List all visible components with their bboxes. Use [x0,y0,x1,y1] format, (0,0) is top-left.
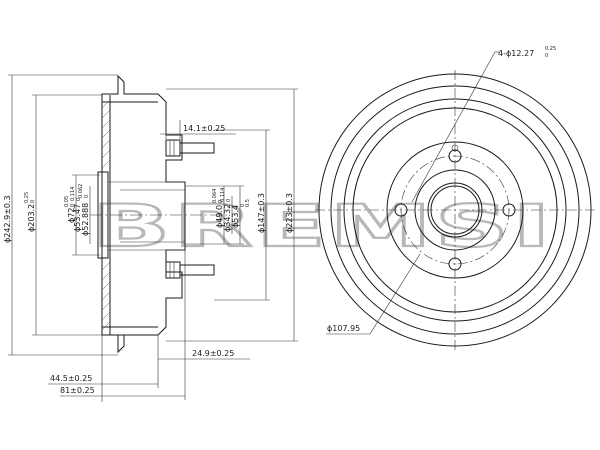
svg-text:0: 0 [240,204,246,207]
svg-text:0: 0 [30,200,36,203]
side-view-dimension-labels: ϕ242.9±0.3 ϕ203.2 0.25 0 ϕ72 0.05 0 ϕ53.… [3,124,294,395]
side-section-view [90,74,230,354]
svg-text:0.05: 0.05 [64,196,70,207]
svg-text:0.5: 0.5 [245,199,251,207]
svg-text:0.064: 0.064 [212,189,218,203]
svg-text:0: 0 [545,53,548,59]
svg-text:0: 0 [84,195,90,198]
dim-bore-5347: ϕ53.47 [73,204,82,232]
dim-bore-49: ϕ49.0 [215,205,224,228]
dim-drum-223: ϕ223±0.3 [285,193,294,233]
section-hatch-upper [101,99,111,169]
dim-bore-534: ϕ53.4 [231,205,240,228]
wheel-stud-upper [165,139,215,157]
svg-text:0.114: 0.114 [70,187,76,201]
svg-text:0: 0 [226,199,232,202]
dim-width-445: 44.5±0.25 [50,374,92,383]
dim-inner-diameter: ϕ203.2 [27,204,36,232]
leader-holes [411,51,496,203]
front-view-labels: 4-ϕ12.27 0.25 0 ϕ107.95 [327,46,556,333]
bolt-hole-spec: 4-ϕ12.27 [498,49,534,58]
leader-pcd [369,253,421,335]
pcd-spec: ϕ107.95 [327,324,360,333]
dim-bore-52888: ϕ52.888 [81,203,90,236]
front-view [315,51,595,350]
section-hatch-lower [101,261,111,331]
svg-text:0: 0 [70,204,76,207]
dim-width-81: 81±0.25 [60,386,95,395]
svg-text:0: 0 [218,200,224,203]
drum-outer-profile [101,74,186,336]
drum-rim-step [330,85,580,335]
dim-bore-3432: ϕ34.32 [223,204,232,232]
svg-text:0: 0 [76,198,82,201]
dim-bore-72: ϕ72 [67,208,76,223]
dim-width-249: 24.9±0.25 [192,349,234,358]
svg-text:0.062: 0.062 [78,184,84,198]
dim-width-141: 14.1±0.25 [183,124,225,133]
dim-outer-diameter: ϕ242.9±0.3 [3,195,12,243]
dim-stud-circle-147: ϕ147±0.3 [257,193,266,233]
svg-text:0.114: 0.114 [220,188,226,202]
brand-watermark: BREMSI [92,192,554,260]
svg-text:0.25: 0.25 [24,192,30,203]
side-view-dimension-lines [8,74,298,402]
wheel-stud-lower [165,261,215,279]
svg-text:0.25: 0.25 [545,46,556,52]
